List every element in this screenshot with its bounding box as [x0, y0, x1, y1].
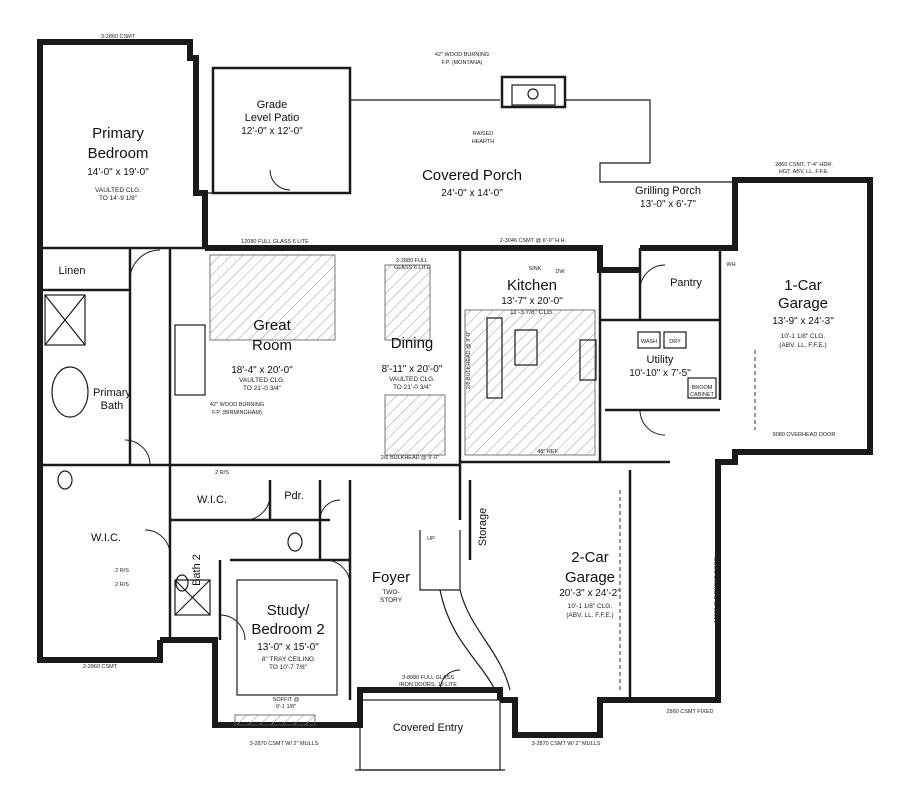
note-entry-doors-2: IRON DOORS, 18 LITE [399, 682, 457, 688]
note-bulkhead-dining: 2/6 BULKHEAD @ 9'-0" [381, 455, 439, 461]
note-front-window-left: 3-2870 CSMT W/ 2" MULLS [250, 741, 319, 747]
great-room-name-1: Great [253, 317, 291, 334]
note-washer: WASH [641, 339, 657, 345]
note-garage2-window: 2860 CSMT FIXED [667, 709, 714, 715]
fixtures [44, 294, 717, 616]
note-sink: SINK [529, 266, 542, 272]
note-front-window-right: 3-2870 CSMT W/ 2" MULLS [532, 741, 601, 747]
wic-main-name: W.I.C. [91, 532, 121, 544]
patio-size: 12'-0" x 12'-0" [241, 126, 303, 137]
patio-name-1: Grade [257, 99, 288, 111]
note-bottom-left-window: 2-2860 CSMT [83, 664, 118, 670]
two-car-garage-note-1: 10'-1 1/8" CLG. [568, 603, 613, 610]
primary-bath-name-2: Bath [101, 400, 124, 412]
primary-bath-name-1: Primary [93, 387, 131, 399]
one-car-garage-name-2: Garage [778, 295, 828, 312]
great-room-note-1: VAULTED CLG. [239, 377, 285, 384]
grilling-porch-name: Grilling Porch [635, 185, 701, 197]
pantry-name: Pantry [670, 277, 702, 289]
note-entry-doors-1: 3-8080 FULL GLASS [402, 675, 454, 681]
one-car-garage-size: 13'-9" x 24'-3" [772, 316, 834, 327]
note-bulkhead-kitchen: 2/6 BULKHEAD @ 9'-0" [466, 331, 472, 389]
note-raised-hearth-2: HEARTH [472, 139, 495, 145]
grilling-porch-size: 13'-0" x 6'-7" [640, 199, 696, 210]
note-glass-lite-2a: 2-2880 FULL [396, 258, 428, 264]
wic-small-name: W.I.C. [197, 494, 227, 506]
note-raised-hearth-1: RAISED [473, 131, 494, 137]
covered-entry-name: Covered Entry [393, 722, 464, 734]
pdr-name: Pdr. [284, 490, 304, 502]
study-name-2: Bedroom 2 [251, 621, 324, 638]
note-overhead-door-1: 9080 OVERHEAD DOOR [773, 432, 836, 438]
note-soffit-2: 9'-1 1/8" [276, 704, 296, 710]
covered-porch-size: 24'-0" x 14'-0" [441, 188, 503, 199]
covered-porch-name: Covered Porch [422, 167, 522, 184]
study-note-2: TO 10'-7 7/8" [269, 664, 308, 671]
two-car-garage-size: 20'-3" x 24'-2" [559, 588, 621, 599]
utility-name: Utility [647, 354, 674, 366]
foyer-name: Foyer [372, 569, 410, 586]
note-dw: DW [555, 269, 565, 275]
note-garage1-window-1: 2860 CSMT, 7'-4" HDR. [775, 162, 833, 168]
utility-size: 10'-10" x 7'-5" [629, 368, 691, 379]
bath2-name: Bath 2 [191, 554, 203, 586]
one-car-garage-note-1: 10'-1 1/8" CLG. [781, 333, 826, 340]
porch-outlines [205, 66, 735, 771]
kitchen-size: 13'-7" x 20'-0" [501, 296, 563, 307]
great-room-name-2: Room [252, 337, 292, 354]
note-fp-great-2: F.P. (BIRMINGHAM) [212, 410, 262, 416]
note-wh: WH [726, 262, 735, 268]
two-car-garage-name-1: 2-Car [571, 549, 609, 566]
note-broom-1: BROOM [692, 385, 713, 391]
two-car-garage-name-2: Garage [565, 569, 615, 586]
primary-bedroom-name-2: Bedroom [88, 145, 149, 162]
note-dryer: DRY [669, 339, 681, 345]
door-swings [124, 169, 666, 691]
study-note-1: 8" TRAY CEILING [262, 656, 314, 663]
note-soffit-1: SOFFIT @ [273, 697, 300, 703]
kitchen-name: Kitchen [507, 277, 557, 294]
note-glass-lite-2b: GLASS 6 LITE [394, 265, 430, 271]
foyer-note-2: STORY [380, 597, 403, 604]
note-glass-lite-1: 12080 FULL GLASS 6 LITE [241, 239, 309, 245]
note-up: UP [427, 536, 435, 542]
note-ref: 48" REF. [537, 449, 559, 455]
note-fireplace-porch-1: 42" WOOD BURNING [435, 52, 489, 58]
great-room-note-2: TO 21'-0 3/4" [243, 385, 282, 392]
primary-bedroom-size: 14'-0" x 19'-0" [87, 167, 149, 178]
note-closet-1: 2 R/S [215, 470, 229, 476]
two-car-garage-note-2: (ABV. LL. F.F.E.) [566, 612, 613, 619]
note-broom-2: CABINET [690, 392, 714, 398]
dining-name: Dining [391, 335, 434, 352]
one-car-garage-name-1: 1-Car [784, 277, 822, 294]
dining-note-2: TO 21'-0 3/4" [393, 384, 432, 391]
dining-note-1: VAULTED CLG. [389, 376, 435, 383]
primary-bedroom-note-1: VAULTED CLG. [95, 187, 141, 194]
storage-name: Storage [477, 508, 489, 547]
linen-name: Linen [59, 265, 86, 277]
primary-bedroom-note-2: TO 14'-9 1/8" [99, 195, 138, 202]
patio-name-2: Level Patio [245, 112, 299, 124]
study-name-1: Study/ [267, 602, 310, 619]
one-car-garage-note-2: (ABV. LL. F.F.E.) [779, 342, 826, 349]
note-closet-2: 2 R/S [115, 568, 129, 574]
kitchen-note: 11'-3 7/8" CLG. [510, 309, 554, 316]
foyer-note-1: TWO- [382, 589, 399, 596]
note-overhead-door-2: 16080 OVERHEAD DOOR [714, 557, 720, 623]
note-closet-3: 2 R/S [115, 582, 129, 588]
note-garage1-window-2: HGT. ABV. LL. F.F.E. [779, 169, 830, 175]
note-dining-window: 2-3046 CSMT @ 6'-0" H.H. [500, 238, 567, 244]
exterior-walls [37, 39, 873, 738]
great-room-size: 18'-4" x 20'-0" [231, 365, 293, 376]
note-top-window: 3-2860 CSMT [101, 34, 136, 40]
interior-walls [40, 246, 722, 700]
primary-bedroom-name-1: Primary [92, 125, 144, 142]
dining-size: 8'-11" x 20'-0" [382, 364, 443, 375]
note-fireplace-porch-2: F.P. (MONTANA) [441, 60, 482, 66]
study-size: 13'-0" x 15'-0" [257, 642, 319, 653]
note-fp-great-1: 42" WOOD BURNING [210, 402, 264, 408]
